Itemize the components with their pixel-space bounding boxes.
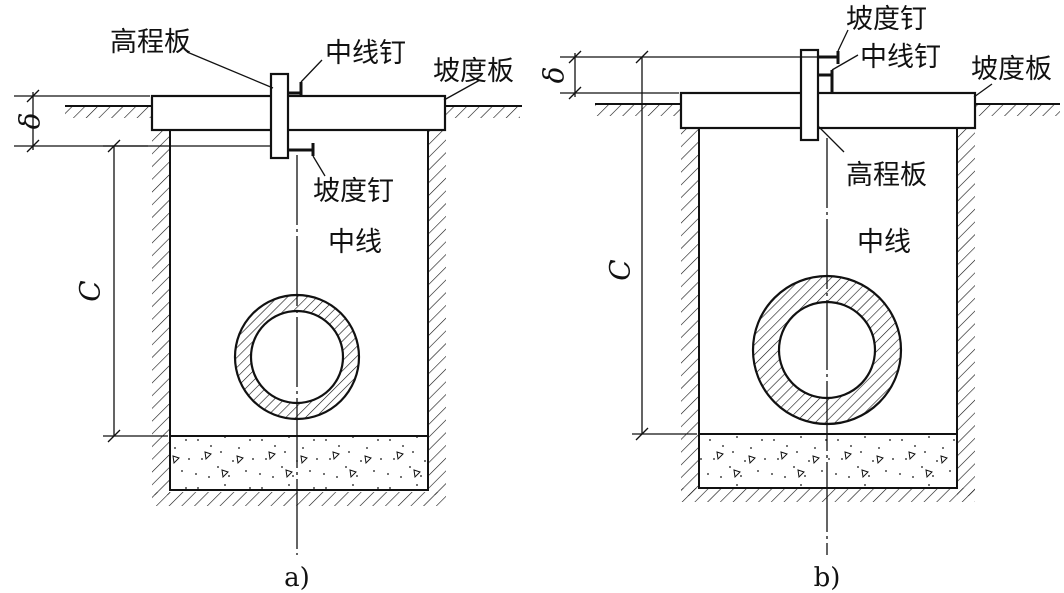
label-elevation-board-a: 高程板 xyxy=(110,27,191,58)
slope-board-b xyxy=(679,91,977,130)
label-slope-nail-b: 坡度钉 xyxy=(846,4,927,35)
label-slope-nail-a: 坡度钉 xyxy=(313,176,394,207)
leader-centerline-nail-a xyxy=(300,59,323,83)
soil-bottom-b xyxy=(681,488,975,502)
label-centerline-nail-b: 中线钉 xyxy=(860,42,941,73)
trench-b xyxy=(698,128,958,489)
panel-b: 坡度钉 中线钉 坡度板 高程板 中线 δ C b) xyxy=(538,4,1060,593)
label-elevation-board-b: 高程板 xyxy=(846,160,927,191)
label-centerline-b: 中线 xyxy=(857,227,911,258)
foundation-a xyxy=(171,436,427,490)
leader-slope-nail-b xyxy=(837,29,849,52)
leader-slope-nail-a xyxy=(312,155,326,177)
caption-a: a) xyxy=(284,563,310,593)
label-dim-c-b: C xyxy=(604,259,637,280)
leader-slope-board-a xyxy=(443,79,481,101)
foundation-b xyxy=(700,434,956,487)
soil-wall-right-a xyxy=(428,130,446,495)
leader-elevation-board-a xyxy=(186,51,274,89)
elevation-board-a xyxy=(269,72,290,160)
leader-centerline-nail-b xyxy=(831,54,859,71)
panel-a: 高程板 中线钉 坡度板 坡度钉 中线 δ C a) xyxy=(14,27,522,593)
label-centerline-a: 中线 xyxy=(328,227,382,258)
label-slope-board-b: 坡度板 xyxy=(971,54,1052,85)
elevation-board-b xyxy=(799,48,820,142)
label-dim-delta-a: δ xyxy=(14,113,47,130)
leader-slope-board-b xyxy=(973,83,993,98)
soil-wall-right-b xyxy=(957,128,975,496)
soil-bottom-a xyxy=(152,492,446,506)
label-dim-c-a: C xyxy=(74,280,107,301)
caption-b: b) xyxy=(814,563,841,593)
soil-wall-left-b xyxy=(681,128,699,496)
label-dim-delta-b: δ xyxy=(538,67,571,84)
soil-wall-left-a xyxy=(152,130,170,495)
label-slope-board-a: 坡度板 xyxy=(433,56,514,87)
label-centerline-nail-a: 中线钉 xyxy=(325,38,406,69)
slope-board-a xyxy=(150,94,447,132)
leader-elevation-board-b xyxy=(817,125,845,153)
